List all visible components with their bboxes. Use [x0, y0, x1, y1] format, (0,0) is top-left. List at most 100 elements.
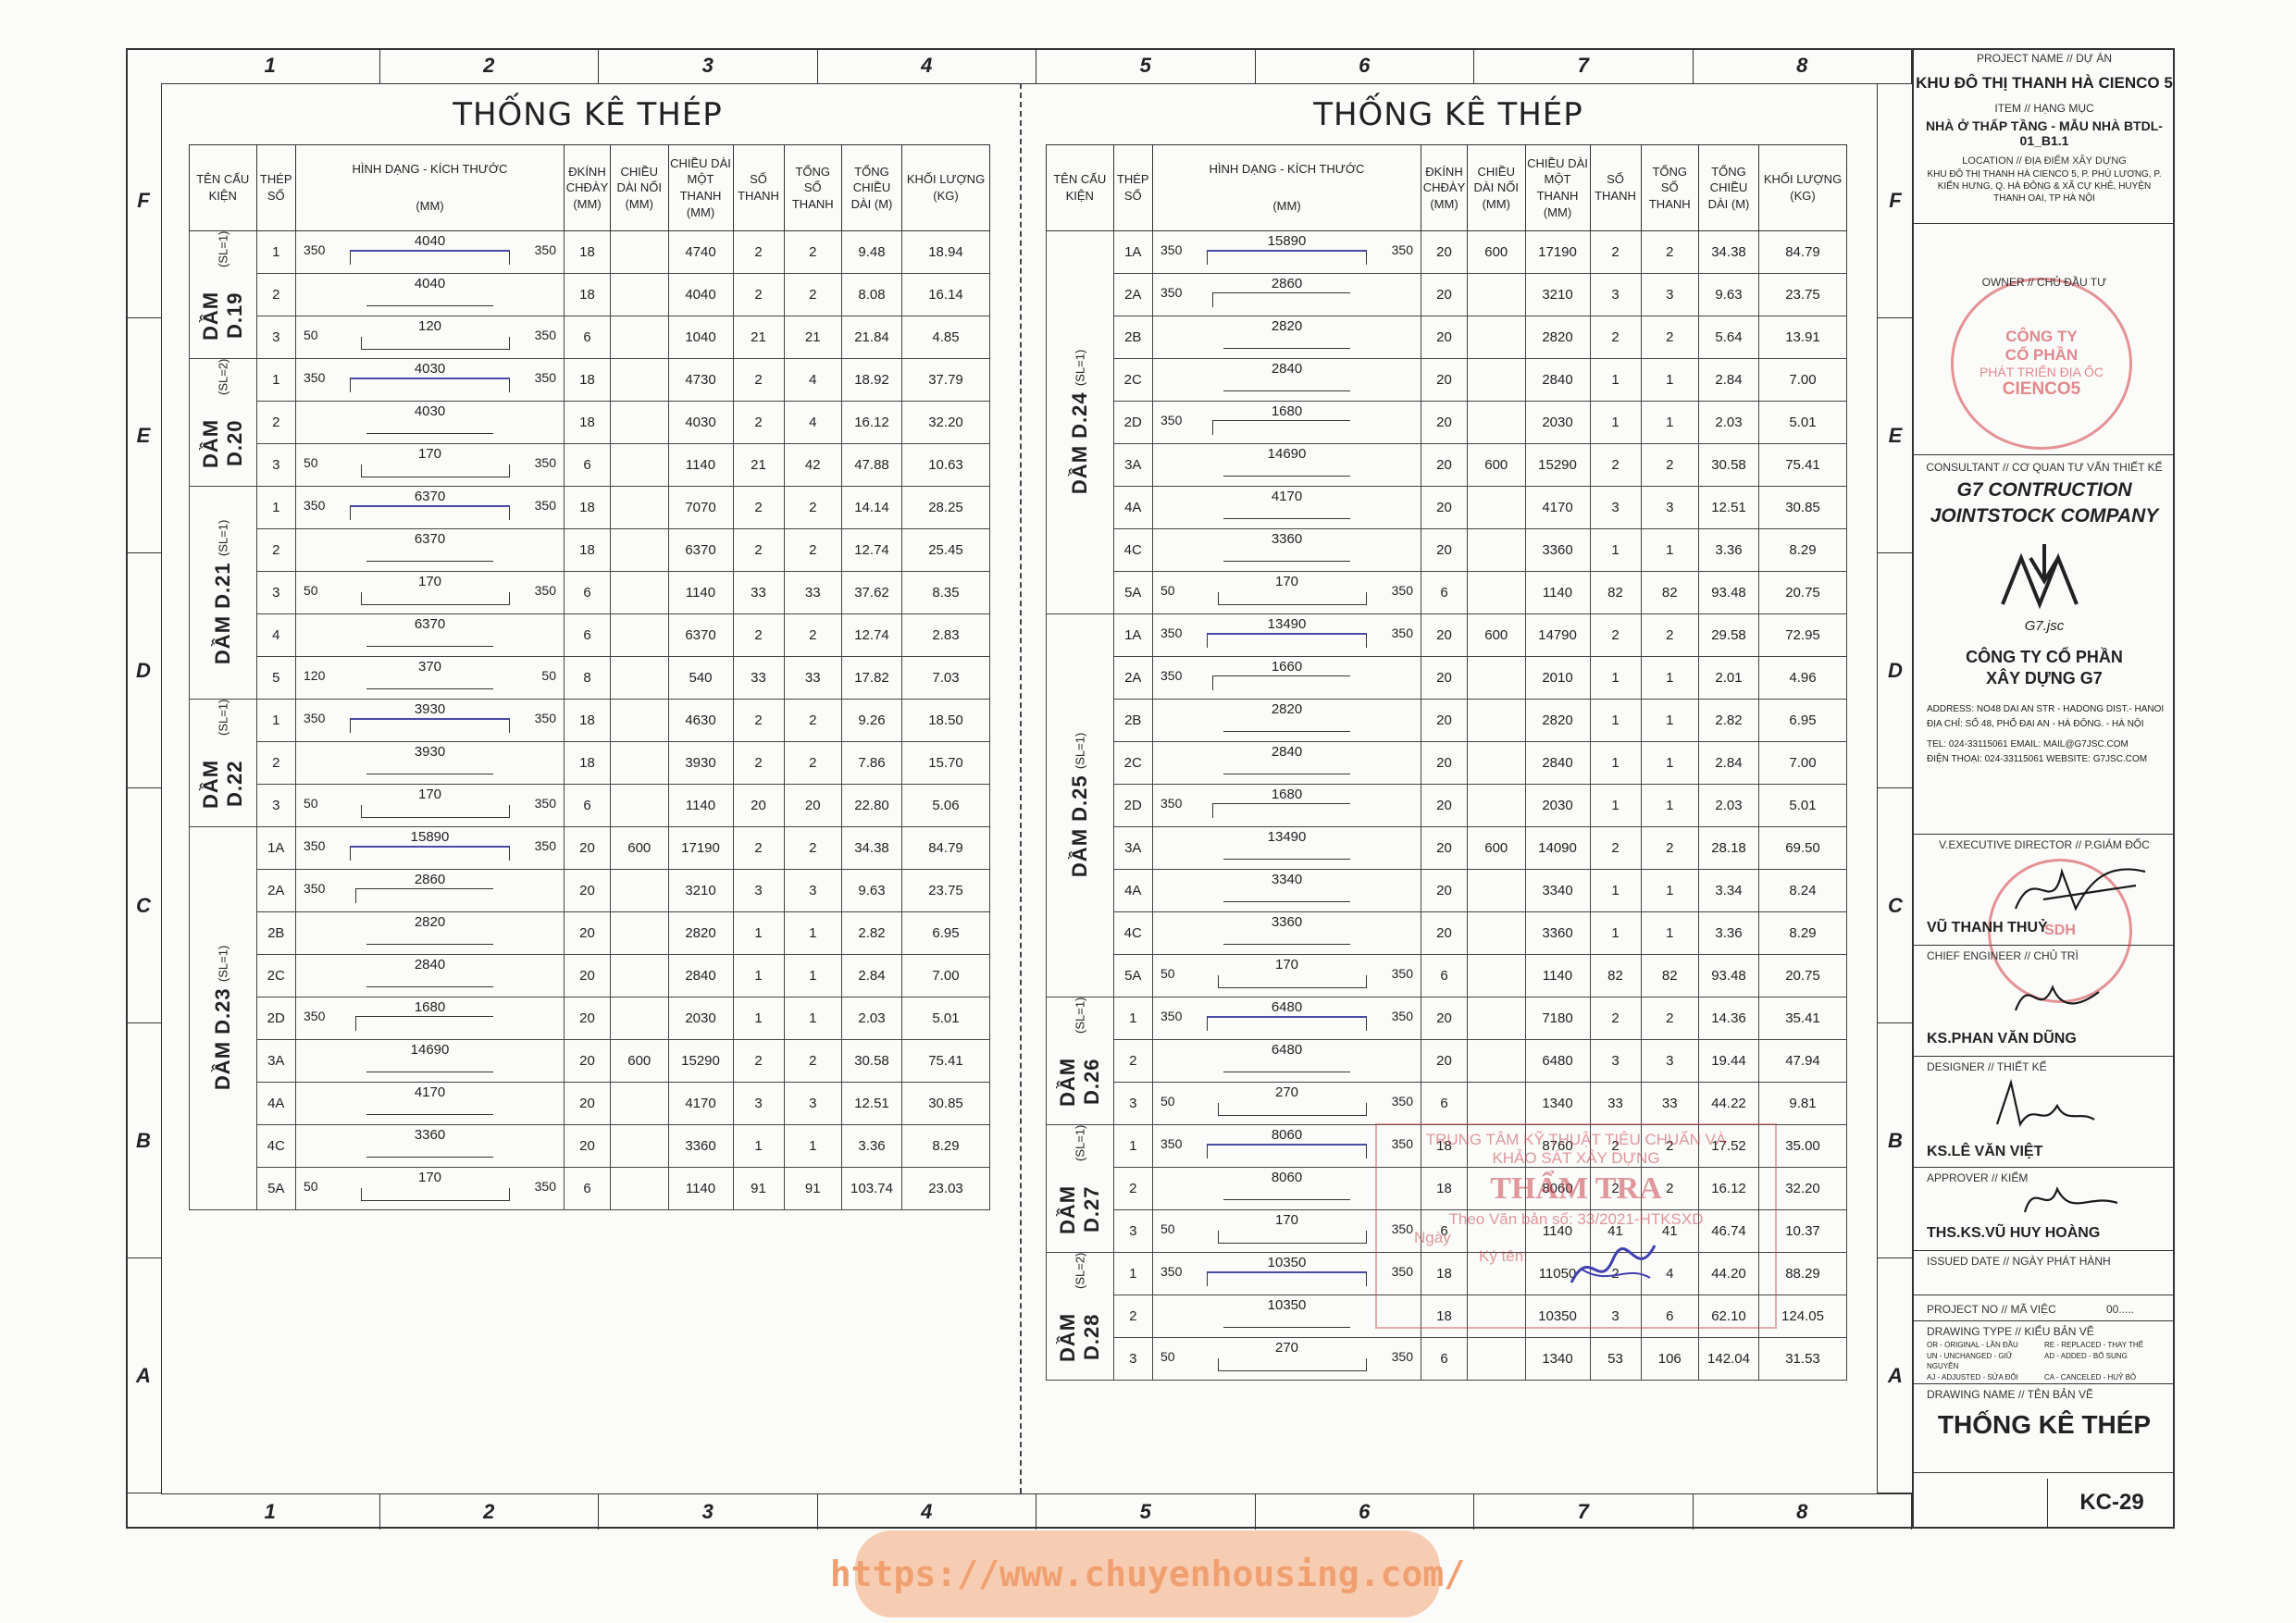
diameter: 18 — [564, 273, 611, 316]
lap-length — [1467, 784, 1526, 827]
total-length: 2.01 — [1698, 656, 1759, 700]
bar-length: 15890 — [1267, 233, 1307, 249]
location-label: LOCATION // ĐỊA ĐIỂM XÂY DỰNG — [1962, 155, 2127, 167]
bar-shape: 8060 — [1153, 1168, 1421, 1209]
bar-shape-line — [361, 465, 510, 477]
director-signature-icon — [2014, 868, 2146, 911]
watermark-url[interactable]: https://www.chuyenhousing.com/ — [829, 1554, 1466, 1594]
bar-count: 3 — [1589, 1039, 1642, 1083]
chief-name: KS.PHAN VĂN DŨNG — [1927, 1031, 2077, 1047]
watermark-banner[interactable]: https://www.chuyenhousing.com/ — [830, 1530, 1465, 1617]
bar-unit-length: 3340 — [1524, 869, 1591, 912]
total-bar-count: 2 — [783, 741, 842, 785]
beam-group-label: DẦM D.19(SL=1) — [199, 231, 247, 358]
hook-left-value: 350 — [304, 711, 326, 725]
diameter: 20 — [1421, 230, 1468, 274]
designer-name: KS.LÊ VĂN VIỆT — [1927, 1144, 2043, 1159]
sheet-divider — [1020, 83, 1022, 1493]
diameter: 6 — [1421, 1337, 1468, 1381]
owner-stamp-line2: CỔ PHẦN — [2004, 346, 2079, 364]
hook-right-value: 350 — [1391, 966, 1413, 981]
diameter: 20 — [1421, 911, 1468, 955]
column-label: 1 — [161, 1494, 380, 1530]
bar-length: 2860 — [1271, 276, 1303, 291]
lap-length — [610, 273, 669, 316]
bar-shape-line — [1223, 1327, 1350, 1328]
bar-shape-line — [1212, 292, 1350, 307]
address-line: ĐIỆN THOẠI: 024-33115061 WEBSITE: G7JSC.… — [1927, 754, 2148, 765]
total-length: 2.82 — [841, 911, 902, 955]
total-length: 2.84 — [841, 954, 902, 997]
lap-length: 600 — [1467, 443, 1526, 487]
bar-length: 14690 — [410, 1042, 450, 1058]
diameter: 20 — [1421, 316, 1468, 359]
total-bar-count: 2 — [1640, 230, 1699, 274]
row-label: F — [1878, 83, 1913, 318]
bar-shape-cell: 14690 — [1152, 443, 1421, 487]
total-length: 2.84 — [1698, 358, 1759, 402]
review-signature-icon — [1570, 1245, 1657, 1283]
beam-group-cell: DẦM D.20(SL=2) — [189, 358, 257, 487]
bar-length: 3340 — [1271, 872, 1303, 887]
lap-length — [610, 741, 669, 785]
bar-shape-line — [1223, 518, 1350, 519]
bar-unit-length: 2030 — [667, 997, 734, 1040]
column-label: 8 — [1694, 48, 1912, 83]
diameter: 20 — [1421, 784, 1468, 827]
bar-number: 2D — [255, 997, 296, 1040]
bar-shape-line — [1218, 1231, 1367, 1244]
bar-length: 1680 — [414, 999, 446, 1015]
weight: 84.79 — [1758, 230, 1847, 274]
bar-shape-line — [366, 986, 493, 987]
bar-length: 6370 — [414, 489, 446, 504]
bar-unit-length: 1140 — [667, 1167, 734, 1210]
total-bar-count: 2 — [783, 273, 842, 316]
item-label: ITEM // HẠNG MỤC — [1994, 102, 2094, 115]
hook-left-value: 50 — [1160, 1349, 1175, 1364]
total-length: 8.08 — [841, 273, 902, 316]
weight: 7.00 — [901, 954, 990, 997]
bar-shape-line — [361, 1188, 510, 1201]
bar-length: 4040 — [414, 233, 446, 249]
bar-number: 1 — [255, 699, 296, 742]
owner-stamp-line3: PHÁT TRIỂN ĐỊA ỐC — [1979, 365, 2104, 379]
bar-unit-length: 3930 — [667, 741, 734, 785]
bar-shape-line — [366, 1157, 493, 1158]
diameter: 18 — [564, 486, 611, 529]
bar-shape: 3360 — [1153, 529, 1421, 571]
bar-unit-length: 1040 — [667, 316, 734, 359]
lap-length — [610, 911, 669, 955]
bar-unit-length: 3360 — [1524, 911, 1591, 955]
column-header: CHIỀU DÀI NỐI (MM) — [1467, 144, 1526, 231]
drawing-name: THỐNG KÊ THÉP — [1937, 1410, 2152, 1439]
hook-right-value: 350 — [534, 838, 556, 853]
weight: 6.95 — [901, 911, 990, 955]
bar-number: 2 — [255, 741, 296, 785]
bar-count: 2 — [732, 230, 785, 274]
lap-length — [610, 613, 669, 657]
review-stamp-word: THẨM TRA — [1490, 1171, 1662, 1206]
diameter: 8 — [564, 656, 611, 700]
column-label: 1 — [161, 48, 380, 83]
total-length: 2.84 — [1698, 741, 1759, 785]
bar-length: 2820 — [1271, 701, 1303, 717]
bar-shape: 3930 — [296, 742, 564, 784]
director-section: V.EXECUTIVE DIRECTOR // P.GIÁM ĐỐC SDH V… — [1914, 835, 2175, 1003]
owner-label: OWNER // CHỦ ĐẦU TƯ — [1981, 276, 2107, 289]
weight: 32.20 — [901, 401, 990, 444]
diameter: 6 — [564, 784, 611, 827]
weight: 20.75 — [1758, 571, 1847, 614]
bar-length: 4170 — [414, 1084, 446, 1100]
total-length: 12.74 — [841, 528, 902, 572]
bar-unit-length: 6370 — [667, 613, 734, 657]
